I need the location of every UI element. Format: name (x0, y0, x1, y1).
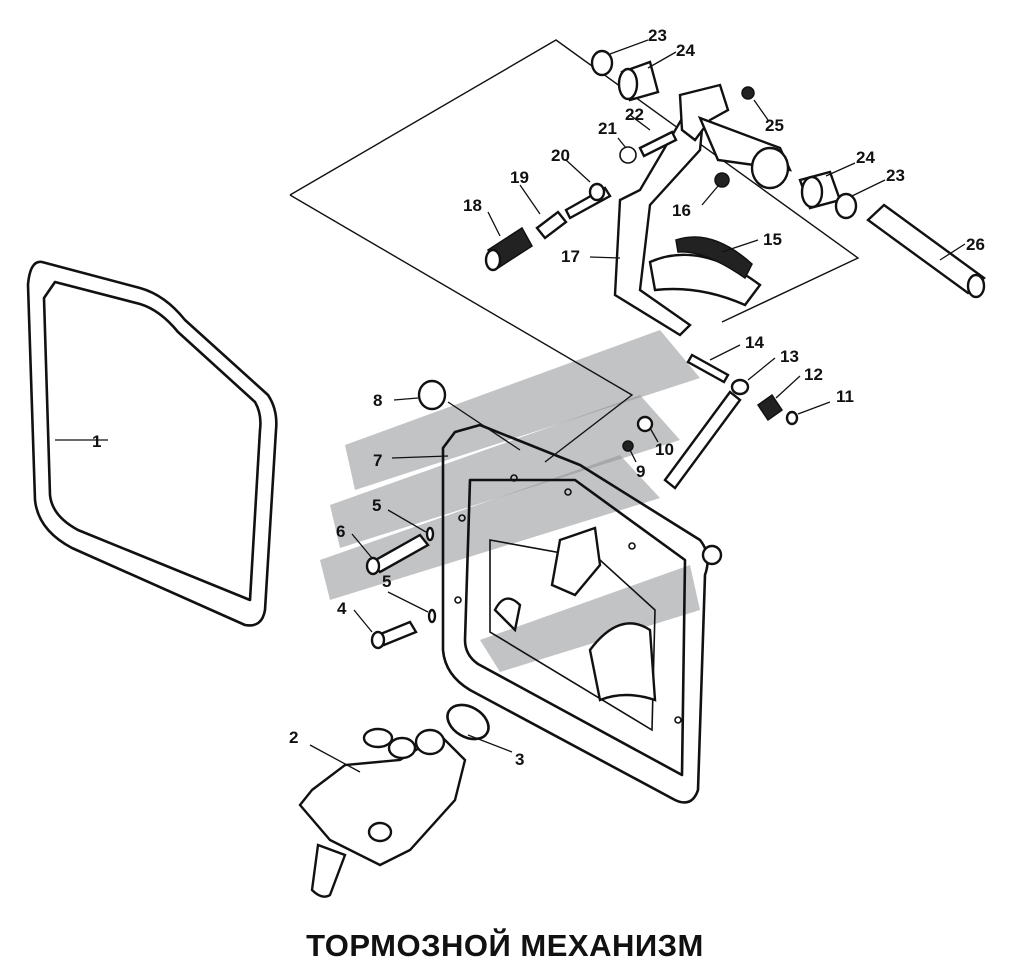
callout-24-top: 24 (676, 41, 695, 60)
part-7-mounting-plate (441, 423, 723, 804)
part-3-o-ring (446, 703, 490, 741)
callout-13: 13 (780, 347, 799, 366)
part-5-washer-lower (427, 608, 437, 624)
part-18-spring (484, 226, 533, 272)
part-25-bracket (678, 83, 792, 190)
callout-3: 3 (515, 750, 524, 769)
part-1-seal-frame (26, 260, 278, 627)
callout-26: 26 (966, 235, 985, 254)
part-2-brake-valve (298, 727, 467, 898)
part-10-pushrod (636, 390, 742, 490)
callout-12: 12 (804, 365, 823, 384)
callout-19: 19 (510, 168, 529, 187)
part-23-washer-right (834, 192, 858, 220)
callout-9: 9 (636, 462, 645, 481)
part-26-shaft (866, 203, 986, 299)
watermark-logo (320, 330, 700, 672)
part-8-cover (417, 379, 447, 411)
callout-21: 21 (598, 119, 617, 138)
callout-18: 18 (463, 196, 482, 215)
callout-1: 1 (92, 432, 101, 451)
callout-2: 2 (289, 728, 298, 747)
part-4-bolt (370, 620, 418, 650)
callout-7: 7 (373, 451, 382, 470)
callout-labels: 1 2 3 4 5 5 6 7 8 9 10 11 12 13 14 15 16… (92, 26, 985, 769)
callout-23-right: 23 (886, 166, 905, 185)
callout-23-top: 23 (648, 26, 667, 45)
callout-25: 25 (765, 116, 784, 135)
part-5-washer (425, 526, 435, 542)
part-14-pin (686, 353, 730, 384)
part-19-guide (535, 210, 568, 240)
part-12-bushing (756, 393, 784, 422)
leader-lines (55, 39, 966, 773)
part-6-bolt (365, 533, 430, 576)
part-24-bushing-right (798, 170, 842, 210)
part-9-nut (622, 440, 634, 452)
callout-24-right: 24 (856, 148, 875, 167)
part-13-clevis (730, 378, 750, 396)
callout-4: 4 (337, 599, 347, 618)
callout-8: 8 (373, 391, 382, 410)
callout-22: 22 (625, 105, 644, 124)
callout-5-upper: 5 (372, 496, 381, 515)
part-21-ring (619, 146, 637, 164)
diagram-caption: ТОРМОЗНОЙ МЕХАНИЗМ (306, 928, 704, 963)
callout-10: 10 (655, 440, 674, 459)
part-20-bolt (564, 182, 612, 220)
callout-15: 15 (763, 230, 782, 249)
part-22-bolt (638, 130, 678, 158)
part-17-pedal-lever (613, 96, 762, 337)
part-24-bushing-top (617, 60, 660, 102)
part-11-clip (785, 410, 799, 426)
assembly-plane-outline (289, 39, 860, 463)
part-23-washer-top (590, 49, 614, 77)
callout-11: 11 (836, 387, 854, 406)
callout-16: 16 (672, 201, 691, 220)
callout-5-lower: 5 (382, 572, 391, 591)
callout-17: 17 (561, 247, 580, 266)
part-15-pedal-pad (675, 236, 753, 280)
callout-14: 14 (745, 333, 764, 352)
part-16-nut (714, 172, 730, 188)
callout-6: 6 (336, 522, 345, 541)
callout-20: 20 (551, 146, 570, 165)
